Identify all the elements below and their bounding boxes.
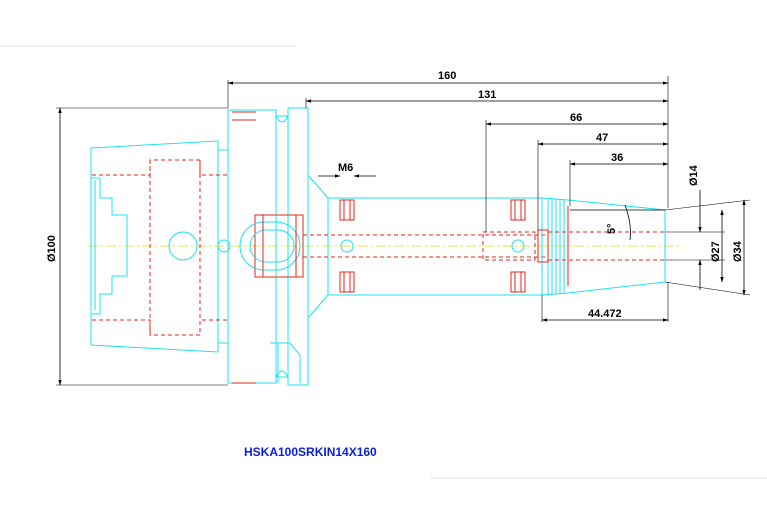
dim-36: 36: [611, 152, 623, 164]
dim-44472: 44.472: [588, 308, 622, 320]
dim-angle: 5°: [606, 223, 618, 234]
clamping-screw-area: [217, 214, 304, 278]
dim-66: 66: [570, 112, 582, 124]
shank-cross-hole: [168, 231, 198, 261]
frame-lines: [0, 45, 767, 479]
extension-hidden-bore: [303, 231, 545, 261]
dim-dia-14: Ø14: [688, 164, 700, 186]
shank-hidden-bore: [92, 159, 229, 336]
dim-dia-27: Ø27: [710, 241, 722, 262]
vertical-dimensions: [58, 107, 746, 386]
nose-hidden-bore: [548, 231, 665, 261]
dim-m6: M6: [338, 162, 353, 174]
horizontal-dimensions: [227, 81, 669, 322]
hsk-shank-outline: [90, 140, 228, 353]
flange-body: [227, 107, 309, 386]
part-number-label: HSKA100SRKIN14X160: [244, 445, 377, 459]
extension-lines: [56, 76, 751, 386]
angle-annotation: [570, 204, 665, 241]
dim-160: 160: [438, 70, 456, 82]
dim-47: 47: [596, 132, 608, 144]
dim-131: 131: [478, 89, 496, 101]
set-screws: [339, 199, 526, 293]
dim-dia-34: Ø34: [732, 240, 744, 262]
threaded-nose: [537, 197, 666, 296]
dim-dia-100: Ø100: [46, 235, 58, 262]
extension-body: [307, 174, 542, 319]
